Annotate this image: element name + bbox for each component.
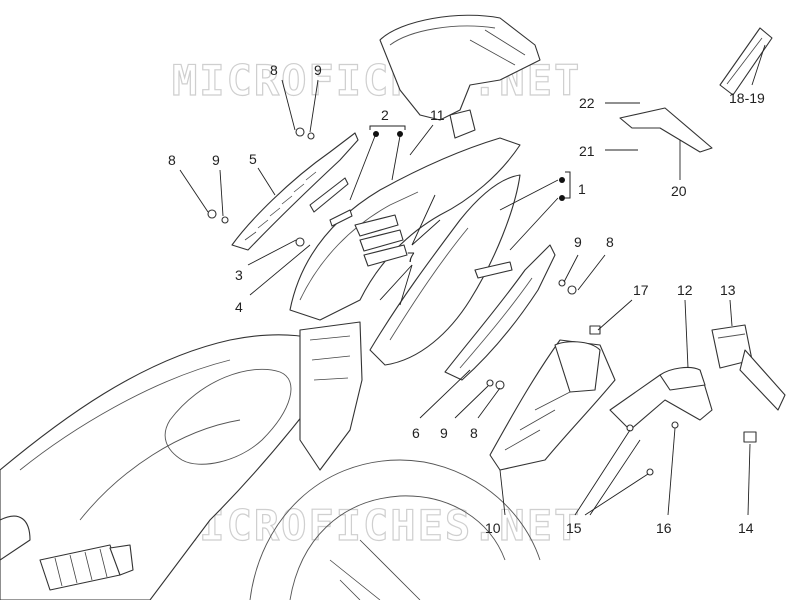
part-12-plate-bracket (609, 366, 713, 431)
part-11-rear-rack (379, 14, 541, 139)
part-6-panel (444, 244, 556, 381)
watermark-bottom: MICROFICHES.NET (172, 501, 581, 550)
handlebar-grip (0, 515, 134, 591)
callout-13: 13 (720, 282, 736, 298)
callout-17: 17 (633, 282, 649, 298)
callout-12: 12 (677, 282, 693, 298)
rear-wheel (249, 459, 541, 600)
callout-8-right: 8 (606, 234, 614, 250)
callout-1: 1 (578, 181, 586, 197)
hardware (207, 127, 757, 476)
callout-9-top: 9 (314, 62, 322, 78)
part-18-19-decal (719, 27, 773, 96)
callout-2: 2 (381, 107, 389, 123)
part-10-mudguard (489, 339, 616, 471)
callout-8-top: 8 (270, 62, 278, 78)
leader-lines (179, 44, 766, 516)
callout-10: 10 (485, 520, 501, 536)
callout-14: 14 (738, 520, 754, 536)
callout-6: 6 (412, 425, 420, 441)
callout-15: 15 (566, 520, 582, 536)
part-1-side-fairing (369, 174, 521, 366)
part-5-grab-rail (231, 132, 359, 251)
callout-22: 22 (579, 95, 595, 111)
part-13-light-unit (711, 324, 786, 411)
callout-3: 3 (235, 267, 243, 283)
callout-9-bottom: 9 (440, 425, 448, 441)
callout-16: 16 (656, 520, 672, 536)
bracket-dots (373, 131, 565, 201)
seat-assembly (0, 321, 363, 600)
callout-4: 4 (235, 299, 243, 315)
part-20-bracket (619, 107, 713, 153)
part-2-side-fairing (289, 137, 521, 321)
callout-9-right: 9 (574, 234, 582, 250)
callout-18-19: 18-19 (729, 90, 765, 106)
callout-8-left: 8 (168, 152, 176, 168)
callout-7: 7 (407, 249, 415, 265)
callout-5: 5 (249, 151, 257, 167)
callout-20: 20 (671, 183, 687, 199)
callout-11: 11 (430, 107, 445, 123)
callout-labels: 1 2 3 4 5 6 7 8 8 8 8 9 9 9 9 10 11 12 1… (168, 62, 765, 536)
callout-8-bottom: 8 (470, 425, 478, 441)
callout-21: 21 (579, 143, 595, 159)
callout-9-left: 9 (212, 152, 220, 168)
